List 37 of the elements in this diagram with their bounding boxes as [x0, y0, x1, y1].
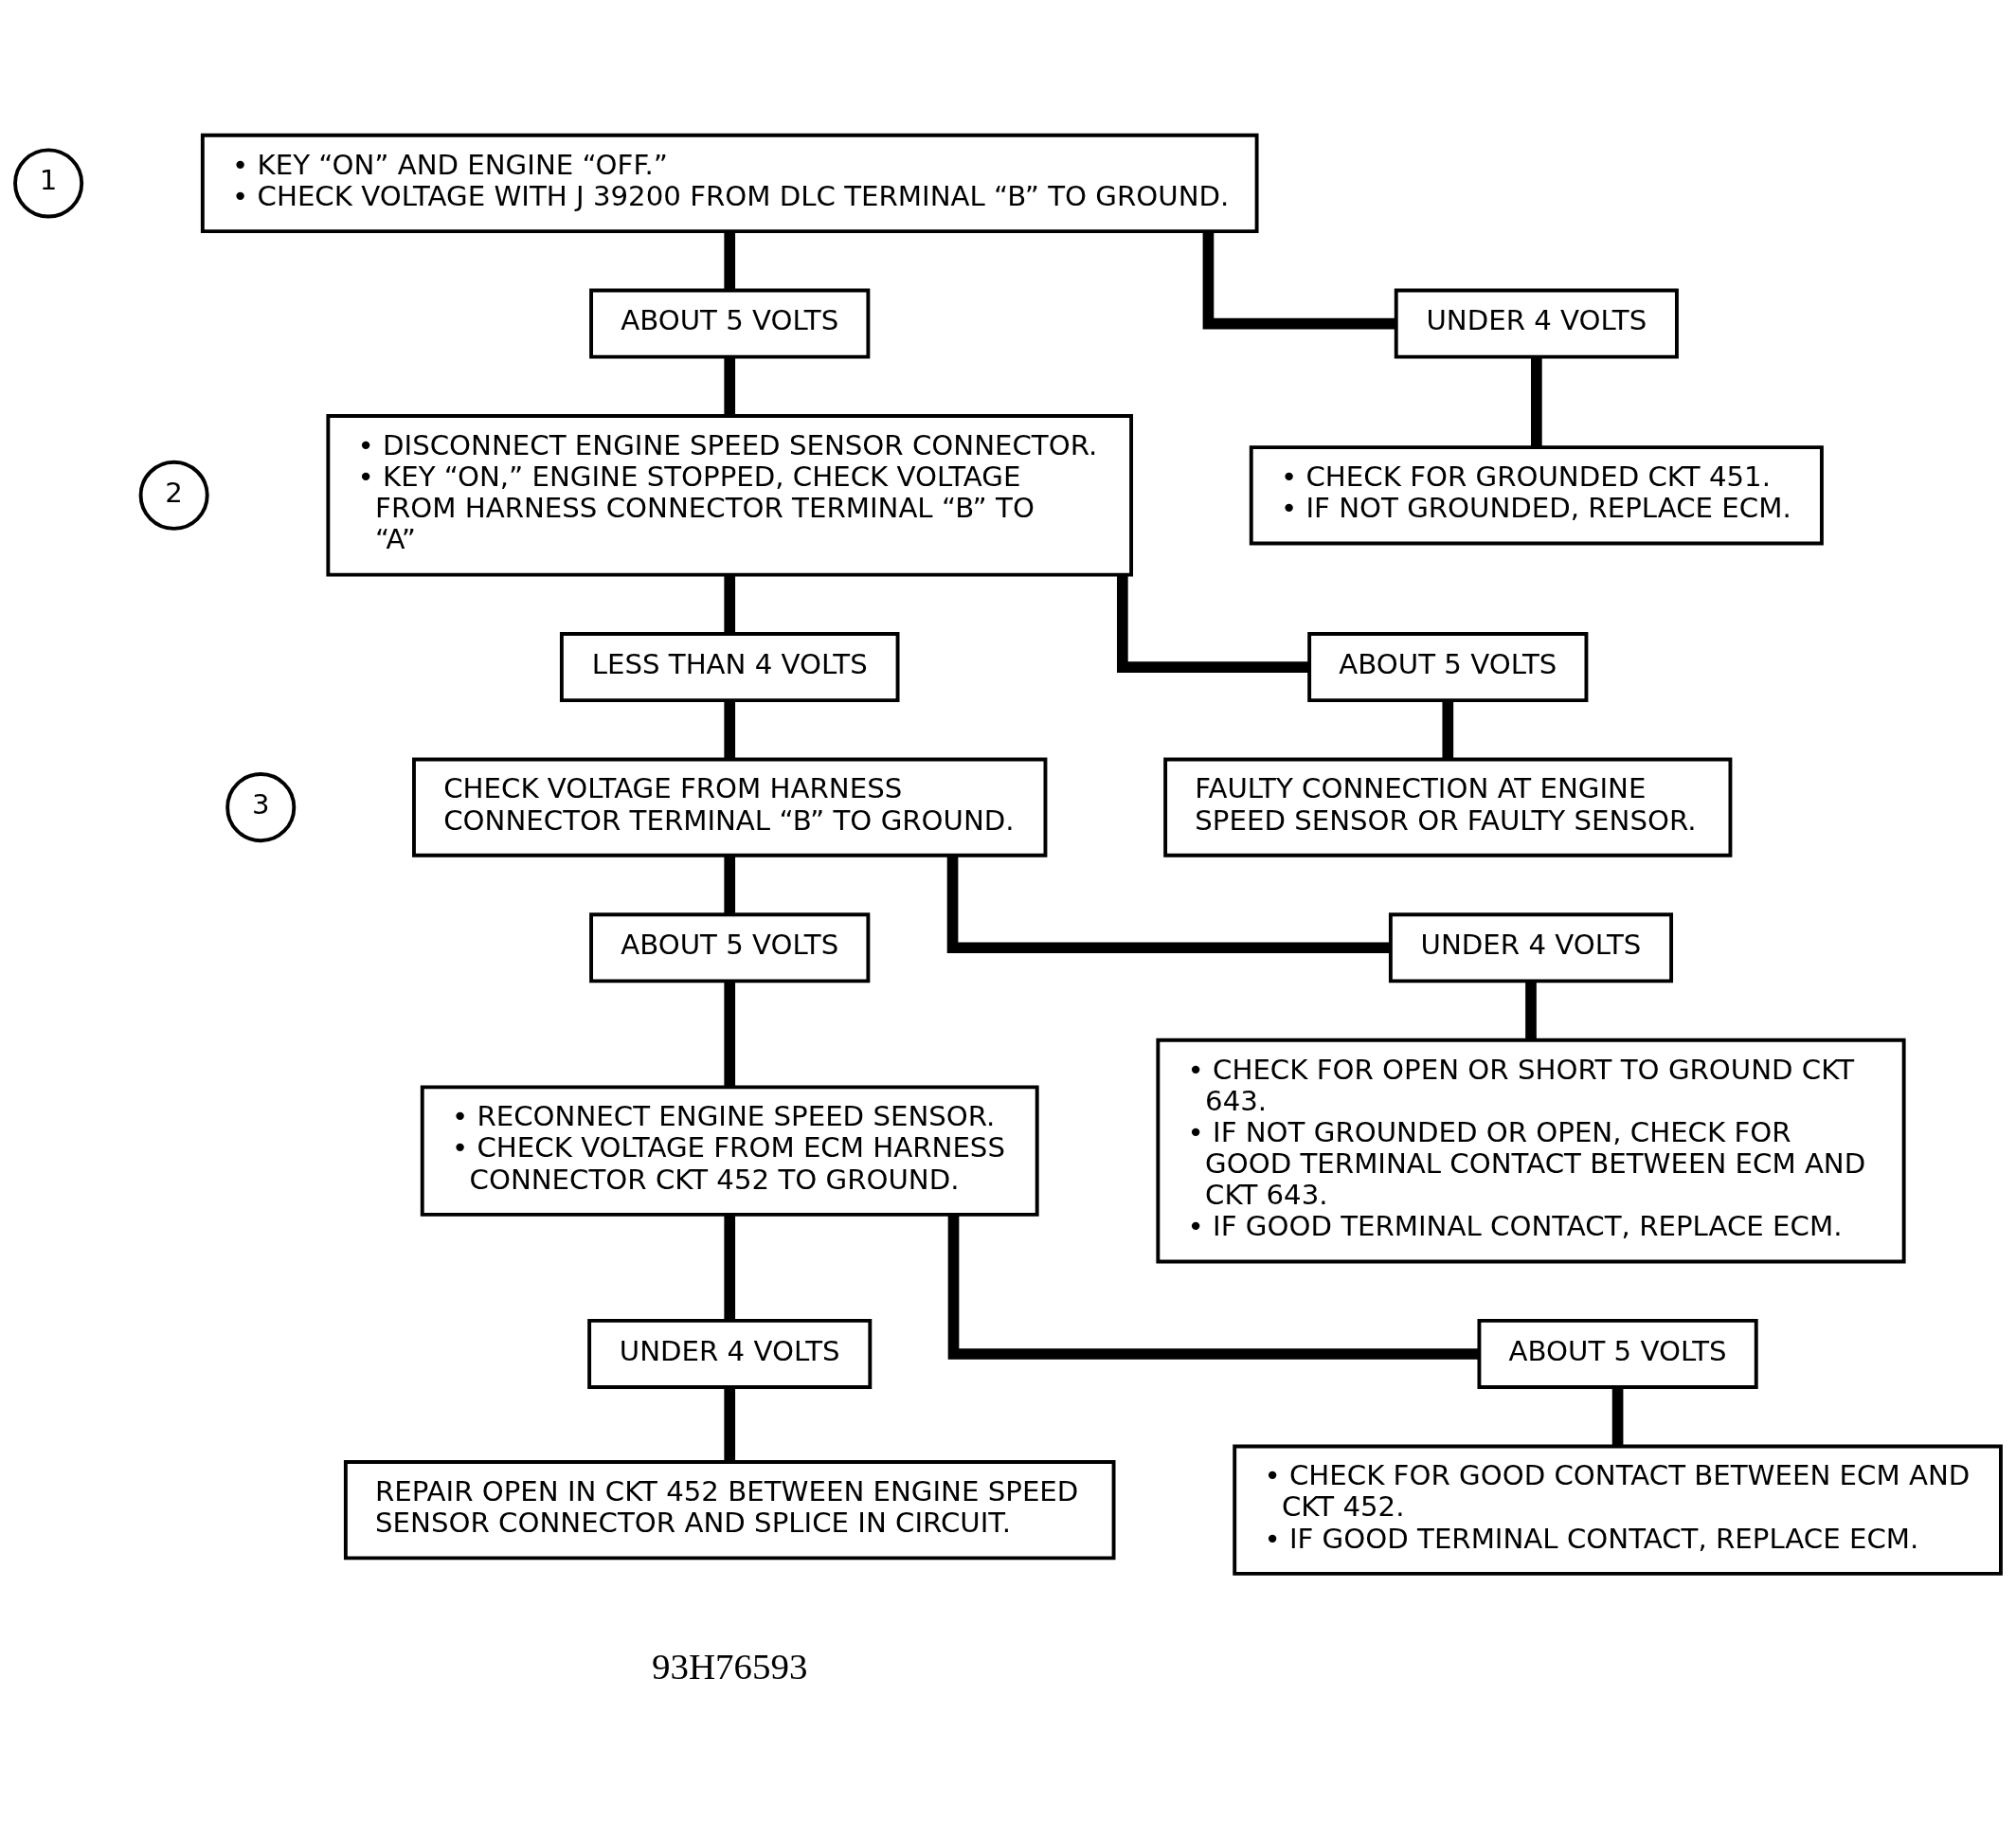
node-box: REPAIR OPEN IN CKT 452 BETWEEN ENGINE SPEED SENSOR CONNECTOR AND SPLICE IN CIRCUIT. [343, 1459, 1116, 1560]
node-circle: 3 [225, 771, 297, 842]
node-box: UNDER 4 VOLTS [1394, 288, 1679, 359]
node-circle: 2 [138, 460, 209, 531]
connector [724, 699, 736, 759]
node-box: UNDER 4 VOLTS [587, 1318, 873, 1389]
node-box: • CHECK FOR GROUNDED CKT 451. • IF NOT GROUNDED, REPLACE ECM. [1249, 444, 1824, 545]
connector [724, 356, 736, 415]
node-box: • CHECK FOR OPEN OR SHORT TO GROUND CKT 643. • IF NOT GROUNDED OR OPEN, CHECK FOR GOOD TERMINAL CONTACT BETWEEN ECM AND CKT 643. • IF GOOD TERMINAL CONTACT, REPLACE ECM. [1156, 1038, 1906, 1263]
connector [724, 1387, 736, 1461]
connector [1116, 574, 1310, 673]
connector [724, 574, 736, 634]
label: 93H76593 [651, 1645, 808, 1687]
node-box: ABOUT 5 VOLTS [1477, 1318, 1758, 1389]
node-box: CHECK VOLTAGE FROM HARNESS CONNECTOR TERMINAL “B” TO GROUND. [412, 757, 1048, 857]
connector [1531, 356, 1542, 447]
connector [1525, 981, 1537, 1040]
connector [946, 855, 1391, 953]
connector [724, 230, 736, 290]
node-box: ABOUT 5 VOLTS [1307, 631, 1589, 702]
connector [724, 855, 736, 914]
connector [1611, 1387, 1624, 1446]
connector [724, 1214, 736, 1321]
node-box: ABOUT 5 VOLTS [589, 911, 871, 983]
node-box: • RECONNECT ENGINE SPEED SENSOR. • CHECK VOLTAGE FROM ECM HARNESS CONNECTOR CKT 452 TO GROUND. [420, 1084, 1039, 1217]
connector [1202, 230, 1396, 329]
node-box: • KEY “ON” AND ENGINE “OFF.” • CHECK VOLTAGE WITH J 39200 FROM DLC TERMINAL “B” TO GROUND. [200, 133, 1259, 233]
node-box: LESS THAN 4 VOLTS [559, 631, 900, 702]
connector [1442, 699, 1454, 759]
node-box: • DISCONNECT ENGINE SPEED SENSOR CONNECTOR. • KEY “ON,” ENGINE STOPPED, CHECK VOLTAGE FROM HARNESS CONNECTOR TERMINAL “B” TO “A” [326, 413, 1134, 577]
connector [724, 981, 736, 1087]
node-box: UNDER 4 VOLTS [1388, 911, 1674, 983]
node-box: FAULTY CONNECTION AT ENGINE SPEED SENSOR OR FAULTY SENSOR. [1163, 757, 1733, 857]
node-box: ABOUT 5 VOLTS [589, 288, 871, 359]
connector [947, 1214, 1479, 1360]
node-circle: 1 [13, 147, 84, 218]
node-box: • CHECK FOR GOOD CONTACT BETWEEN ECM AND CKT 452. • IF GOOD TERMINAL CONTACT, REPLACE ECM. [1233, 1444, 2003, 1576]
